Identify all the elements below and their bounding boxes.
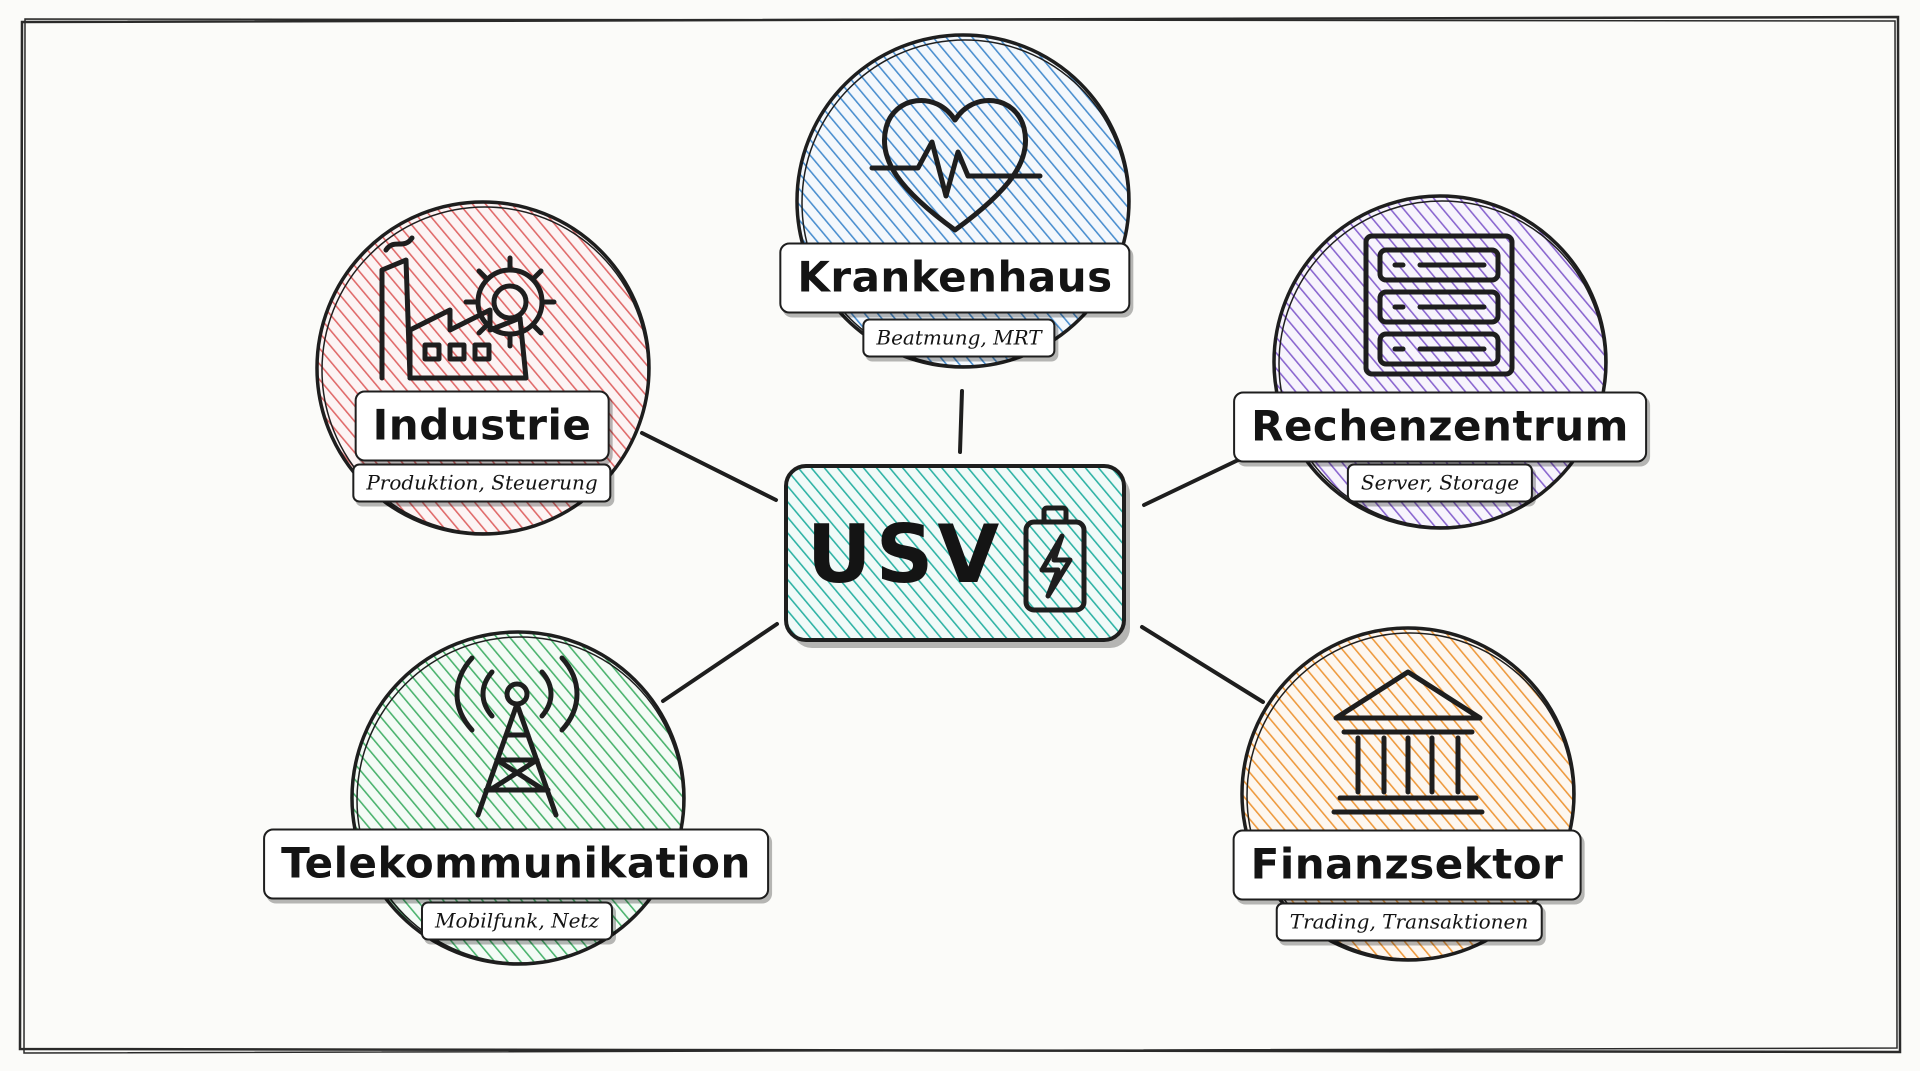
connector-finanzsektor bbox=[1140, 625, 1265, 704]
title-finanzsektor: Finanzsektor bbox=[1232, 829, 1582, 901]
title-industrie: Industrie bbox=[354, 390, 610, 462]
subtitle-rechenzentrum: Server, Storage bbox=[1346, 463, 1534, 503]
antenna-tower-icon bbox=[454, 655, 580, 818]
bank-building-icon bbox=[1331, 669, 1485, 815]
connector-industrie bbox=[640, 431, 778, 502]
subtitle-telekommunikation: Mobilfunk, Netz bbox=[420, 901, 614, 941]
connector-krankenhaus bbox=[958, 389, 964, 454]
subtitle-finanzsektor: Trading, Transaktionen bbox=[1275, 902, 1543, 942]
subtitle-krankenhaus: Beatmung, MRT bbox=[862, 318, 1056, 358]
title-krankenhaus: Krankenhaus bbox=[779, 242, 1131, 314]
title-telekommunikation: Telekommunikation bbox=[263, 828, 769, 900]
subtitle-industrie: Produktion, Steuerung bbox=[352, 463, 612, 503]
title-rechenzentrum: Rechenzentrum bbox=[1233, 391, 1647, 463]
heart-pulse-icon bbox=[869, 97, 1043, 233]
battery-bolt-icon bbox=[1023, 505, 1087, 613]
connector-telekommunikation bbox=[661, 622, 779, 703]
outer-frame bbox=[18, 15, 1902, 1054]
factory-gear-icon bbox=[379, 235, 557, 381]
sector-circle-krankenhaus bbox=[795, 33, 1131, 369]
center-label: USV bbox=[806, 508, 1004, 601]
server-rack-icon bbox=[1363, 233, 1515, 377]
